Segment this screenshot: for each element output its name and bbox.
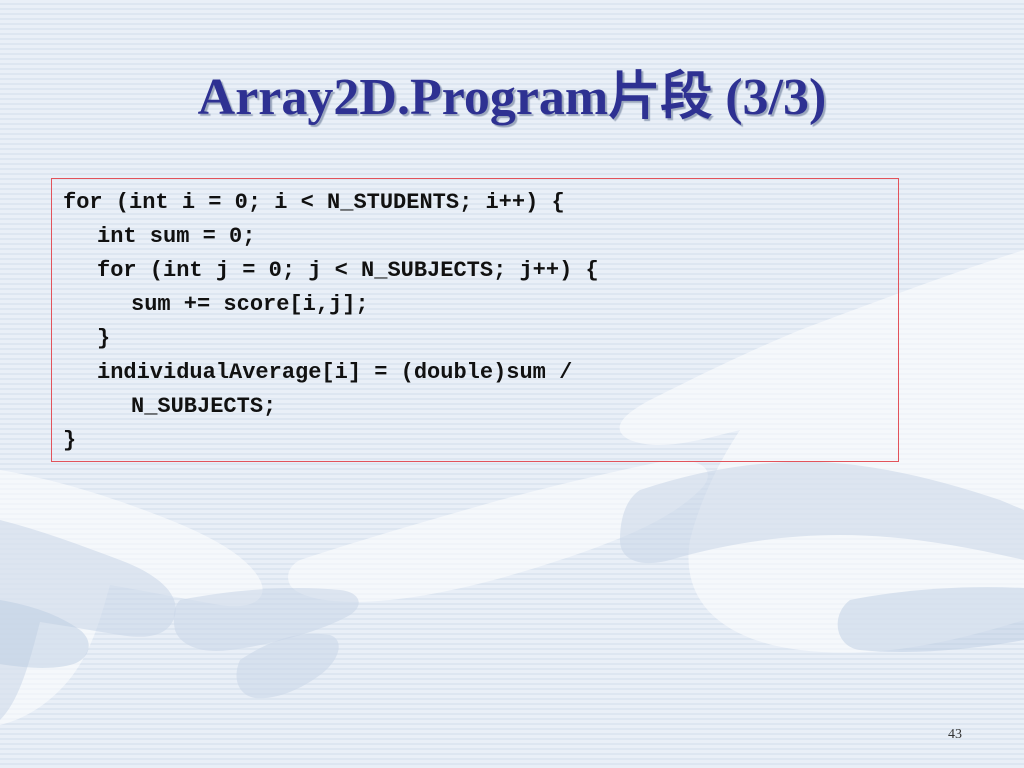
code-line: individualAverage[i] = (double)sum / <box>97 360 573 385</box>
page-number: 43 <box>948 727 962 742</box>
code-line: for (int i = 0; i < N_STUDENTS; i++) { <box>63 190 565 215</box>
code-block: for (int i = 0; i < N_STUDENTS; i++) { i… <box>51 178 899 462</box>
code-line: int sum = 0; <box>97 224 256 249</box>
code-line: sum += score[i,j]; <box>131 292 369 317</box>
code-line: } <box>97 326 111 351</box>
slide-title: Array2D.Program片段 (3/3) <box>197 69 827 126</box>
code-line: } <box>63 428 77 453</box>
code-line: N_SUBJECTS; <box>131 394 277 419</box>
code-line: for (int j = 0; j < N_SUBJECTS; j++) { <box>97 258 599 283</box>
